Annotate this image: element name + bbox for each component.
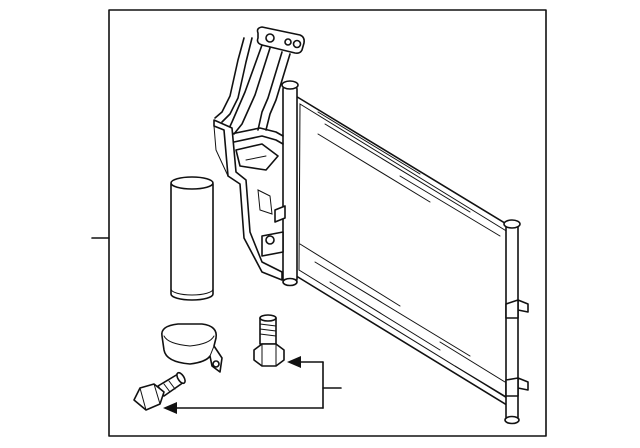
arrow-to-drain-bolt [287, 356, 301, 368]
condenser-core [292, 94, 516, 411]
arrow-to-mounting-bolt [163, 402, 177, 414]
drain-bolt [253, 314, 285, 367]
receiver-drier-body [170, 183, 214, 301]
clamp-band [161, 323, 223, 373]
bolt-hex-head [253, 343, 285, 367]
mounting-plate [213, 119, 283, 281]
mounting-bolt [133, 371, 186, 411]
left-tank-cap [281, 80, 299, 90]
receiver-drier [170, 176, 214, 301]
receiver-drier-top [170, 176, 214, 190]
right-tank-cap [503, 219, 521, 229]
pipe-assembly [213, 26, 305, 281]
pipe-crossover [225, 127, 284, 137]
mounting-bolt-hex-head [133, 383, 165, 411]
left-tank [282, 85, 298, 283]
condenser-fin-lines [299, 111, 506, 397]
callout-leaders [163, 356, 342, 414]
condenser-assembly [261, 80, 529, 425]
right-lower-bracket [517, 377, 529, 391]
right-upper-bracket [517, 299, 529, 313]
frame-box [108, 9, 547, 437]
drier-clamp [161, 323, 223, 373]
pipe-upper-b [214, 37, 245, 119]
